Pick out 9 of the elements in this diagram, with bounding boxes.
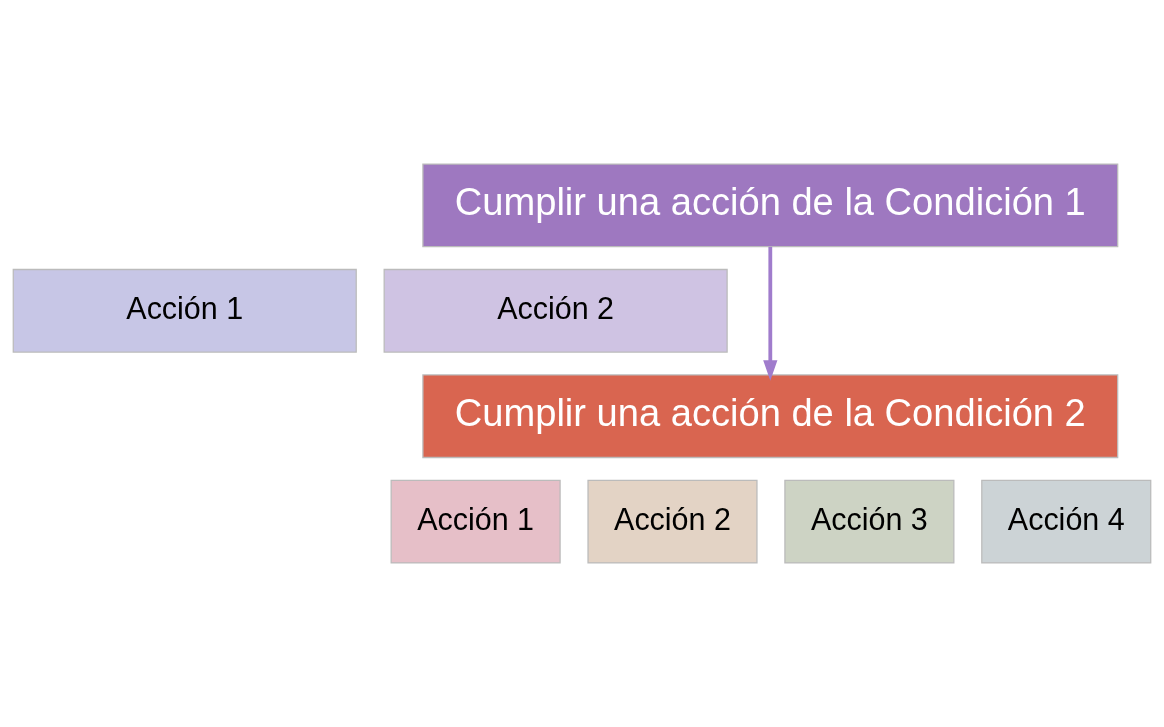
node-box: Acción 2 [587, 479, 758, 564]
node-box: Acción 3 [784, 479, 955, 564]
arrow [763, 246, 778, 381]
node-box: Acción 2 [383, 268, 728, 353]
node-box: Cumplir una acción de la Condición 1 [422, 163, 1119, 248]
node-box: Acción 1 [12, 268, 357, 353]
node-box: Acción 1 [390, 479, 561, 564]
node-box: Acción 4 [981, 479, 1152, 564]
node-box: Cumplir una acción de la Condición 2 [422, 374, 1119, 459]
